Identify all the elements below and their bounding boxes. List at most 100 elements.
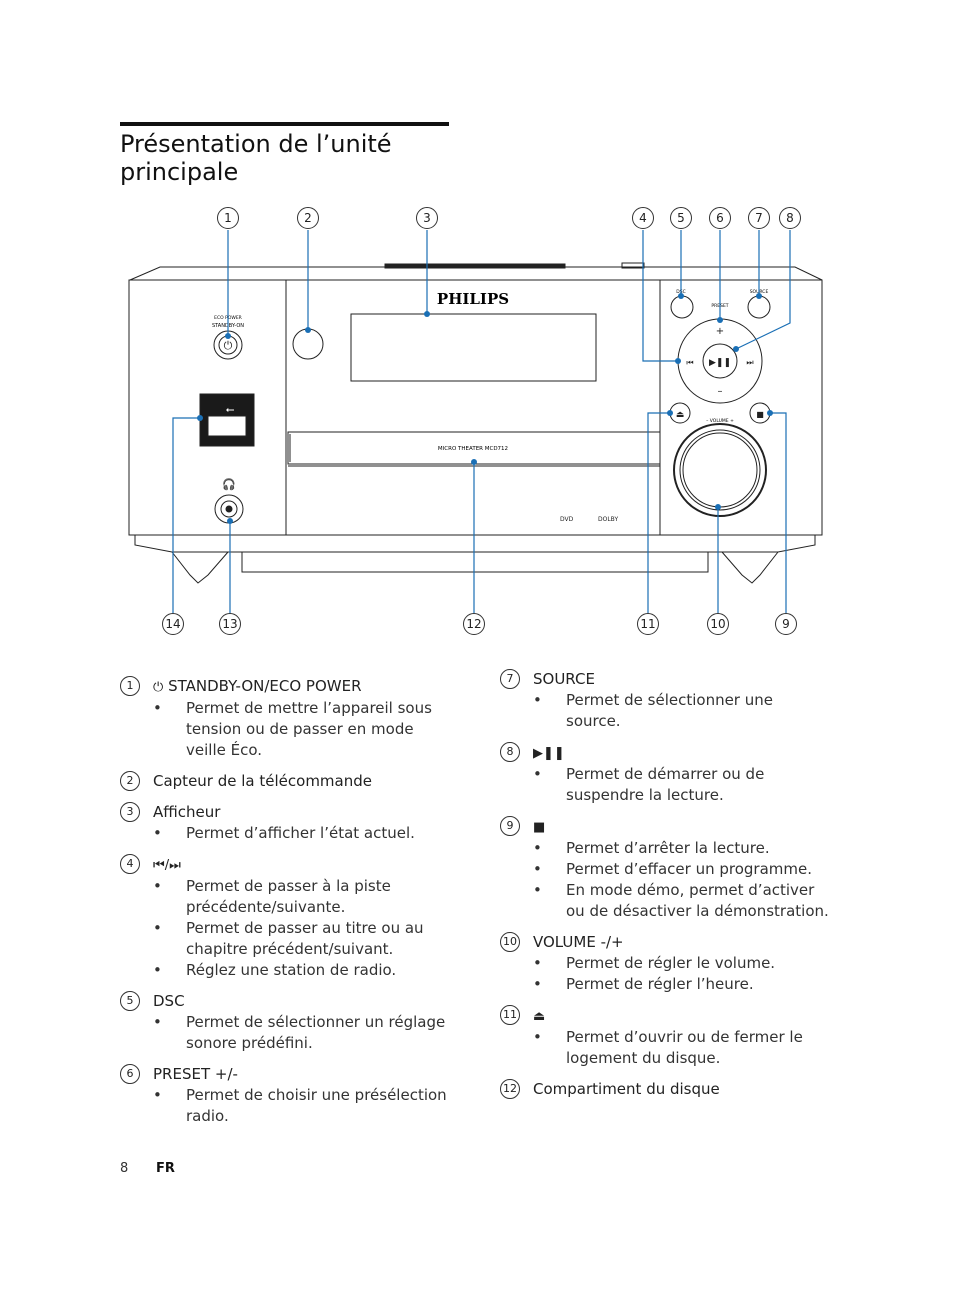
bullet-list: Permet d’ouvrir ou de fermer le logement… <box>500 1027 830 1069</box>
item-volume: 10 VOLUME -/+ Permet de régler le volume… <box>500 932 830 995</box>
item-display: 3 Afficheur Permet d’afficher l’état act… <box>120 802 450 844</box>
item-number: 7 <box>500 669 520 689</box>
bullet-item: Permet de régler l’heure. <box>533 974 830 995</box>
preset-label: PRESET <box>711 303 728 309</box>
bullet-list: Permet de choisir une présélection radio… <box>120 1085 450 1127</box>
item-number: 8 <box>500 742 520 762</box>
svg-text:+: + <box>716 326 724 337</box>
svg-text:–: – <box>718 386 723 397</box>
bullet-list: Permet de mettre l’appareil sous tension… <box>120 698 450 761</box>
model-label: MICRO THEATER MCD712 <box>438 446 508 452</box>
callout-10: 10 <box>707 613 729 635</box>
bullet-item: Permet de sélectionner une source. <box>533 690 830 732</box>
bullet-list: Permet d’arrêter la lecture. Permet d’ef… <box>500 838 830 922</box>
item-prev-next: 4 ⏮/⏭ Permet de passer à la piste précéd… <box>120 854 450 981</box>
bullet-list: Permet de régler le volume. Permet de ré… <box>500 953 830 995</box>
eject-icon: ⏏ <box>533 1009 546 1024</box>
title-rule <box>120 122 449 126</box>
bullet-item: Permet d’effacer un programme. <box>533 859 830 880</box>
page-number: 8 <box>120 1161 129 1176</box>
item-label: VOLUME -/+ <box>533 933 624 951</box>
item-label: STANDBY-ON/ECO POWER <box>168 677 362 695</box>
brand-logo: PHILIPS <box>437 290 509 308</box>
svg-text:▶❚❚: ▶❚❚ <box>709 358 731 368</box>
item-label: DSC <box>153 992 185 1010</box>
callout-11: 11 <box>637 613 659 635</box>
language-code: FR <box>156 1161 175 1176</box>
bullet-list: Permet d’afficher l’état actuel. <box>120 823 450 844</box>
item-remote-sensor: 2 Capteur de la télécommande <box>120 771 450 792</box>
callout-8: 8 <box>779 207 801 229</box>
item-number: 9 <box>500 816 520 836</box>
svg-text:⏮: ⏮ <box>686 358 693 367</box>
standby-on-label: STANDBY-ON <box>212 323 244 329</box>
callout-4: 4 <box>632 207 654 229</box>
bullet-list: Permet de démarrer ou de suspendre la le… <box>500 764 830 806</box>
bullet-list: Permet de sélectionner un réglage sonore… <box>120 1012 450 1054</box>
item-standby: 1 ⏻ STANDBY-ON/ECO POWER Permet de mettr… <box>120 676 450 761</box>
item-number: 3 <box>120 802 140 822</box>
item-label: PRESET +/- <box>153 1065 238 1083</box>
item-number: 4 <box>120 854 140 874</box>
eco-power-label: ECO POWER <box>214 315 242 321</box>
bullet-item: Permet de passer à la piste précédente/s… <box>153 876 450 918</box>
standby-button-icon: ⏻ <box>224 339 233 352</box>
item-play-pause: 8 ▶❚❚ Permet de démarrer ou de suspendre… <box>500 742 830 806</box>
item-number: 5 <box>120 991 140 1011</box>
device-drawing: ⏻ 🎧 + – ⏮ ⏭ ▶❚❚ ⏏ ■ ⭠ DVD DOLBY PHILIPS … <box>128 230 823 613</box>
item-preset: 6 PRESET +/- Permet de choisir une présé… <box>120 1064 450 1127</box>
source-label: SOURCE <box>750 289 769 295</box>
item-number: 10 <box>500 932 520 952</box>
item-number: 1 <box>120 676 140 696</box>
item-dsc: 5 DSC Permet de sélectionner un réglage … <box>120 991 450 1054</box>
description-right-column: 7 SOURCE Permet de sélectionner une sour… <box>500 669 830 1110</box>
item-label: Capteur de la télécommande <box>153 772 372 790</box>
bullet-item: Permet de choisir une présélection radio… <box>153 1085 450 1127</box>
item-number: 6 <box>120 1064 140 1084</box>
callout-5: 5 <box>670 207 692 229</box>
description-left-column: 1 ⏻ STANDBY-ON/ECO POWER Permet de mettr… <box>120 676 450 1137</box>
device-illustration: ⏻ 🎧 + – ⏮ ⏭ ▶❚❚ ⏏ ■ ⭠ DVD DOLBY PHILIPS … <box>128 207 823 635</box>
bullet-item: Permet de sélectionner un réglage sonore… <box>153 1012 450 1054</box>
svg-text:■: ■ <box>756 410 764 419</box>
item-number: 11 <box>500 1005 520 1025</box>
callout-1: 1 <box>217 207 239 229</box>
bullet-item: En mode démo, permet d’activer ou de dés… <box>533 880 830 922</box>
volume-label: – VOLUME + <box>706 418 734 424</box>
callout-13: 13 <box>219 613 241 635</box>
svg-text:⏭: ⏭ <box>746 358 753 367</box>
item-number: 12 <box>500 1079 520 1099</box>
svg-text:DOLBY: DOLBY <box>598 516 618 523</box>
bullet-list: Permet de passer à la piste précédente/s… <box>120 876 450 981</box>
bullet-item: Permet de mettre l’appareil sous tension… <box>153 698 450 761</box>
bullet-item: Permet de passer au titre ou au chapitre… <box>153 918 450 960</box>
item-disc-tray: 12 Compartiment du disque <box>500 1079 830 1100</box>
bullet-item: Permet d’ouvrir ou de fermer le logement… <box>533 1027 830 1069</box>
item-label: Compartiment du disque <box>533 1080 720 1098</box>
play-pause-icon: ▶❚❚ <box>533 746 565 761</box>
callout-7: 7 <box>748 207 770 229</box>
svg-text:⏏: ⏏ <box>676 410 685 420</box>
svg-text:⭠: ⭠ <box>226 403 235 416</box>
bullet-item: Réglez une station de radio. <box>153 960 450 981</box>
item-label: Afficheur <box>153 803 221 821</box>
stop-icon: ■ <box>533 820 546 835</box>
headphone-icon: 🎧 <box>222 478 236 491</box>
callout-14: 14 <box>162 613 184 635</box>
callout-2: 2 <box>297 207 319 229</box>
svg-text:DVD: DVD <box>560 516 574 523</box>
page-title: Présentation de l’unité principale <box>120 130 392 186</box>
bullet-item: Permet d’arrêter la lecture. <box>533 838 830 859</box>
item-eject: 11 ⏏ Permet d’ouvrir ou de fermer le log… <box>500 1005 830 1069</box>
item-source: 7 SOURCE Permet de sélectionner une sour… <box>500 669 830 732</box>
power-icon: ⏻ <box>153 680 164 695</box>
bullet-item: Permet de régler le volume. <box>533 953 830 974</box>
bullet-item: Permet d’afficher l’état actuel. <box>153 823 450 844</box>
bullet-list: Permet de sélectionner une source. <box>500 690 830 732</box>
callout-3: 3 <box>416 207 438 229</box>
item-label: SOURCE <box>533 670 595 688</box>
dsc-label: DSC <box>676 289 685 295</box>
item-number: 2 <box>120 771 140 791</box>
prev-next-icon: ⏮/⏭ <box>153 858 181 873</box>
callout-6: 6 <box>709 207 731 229</box>
